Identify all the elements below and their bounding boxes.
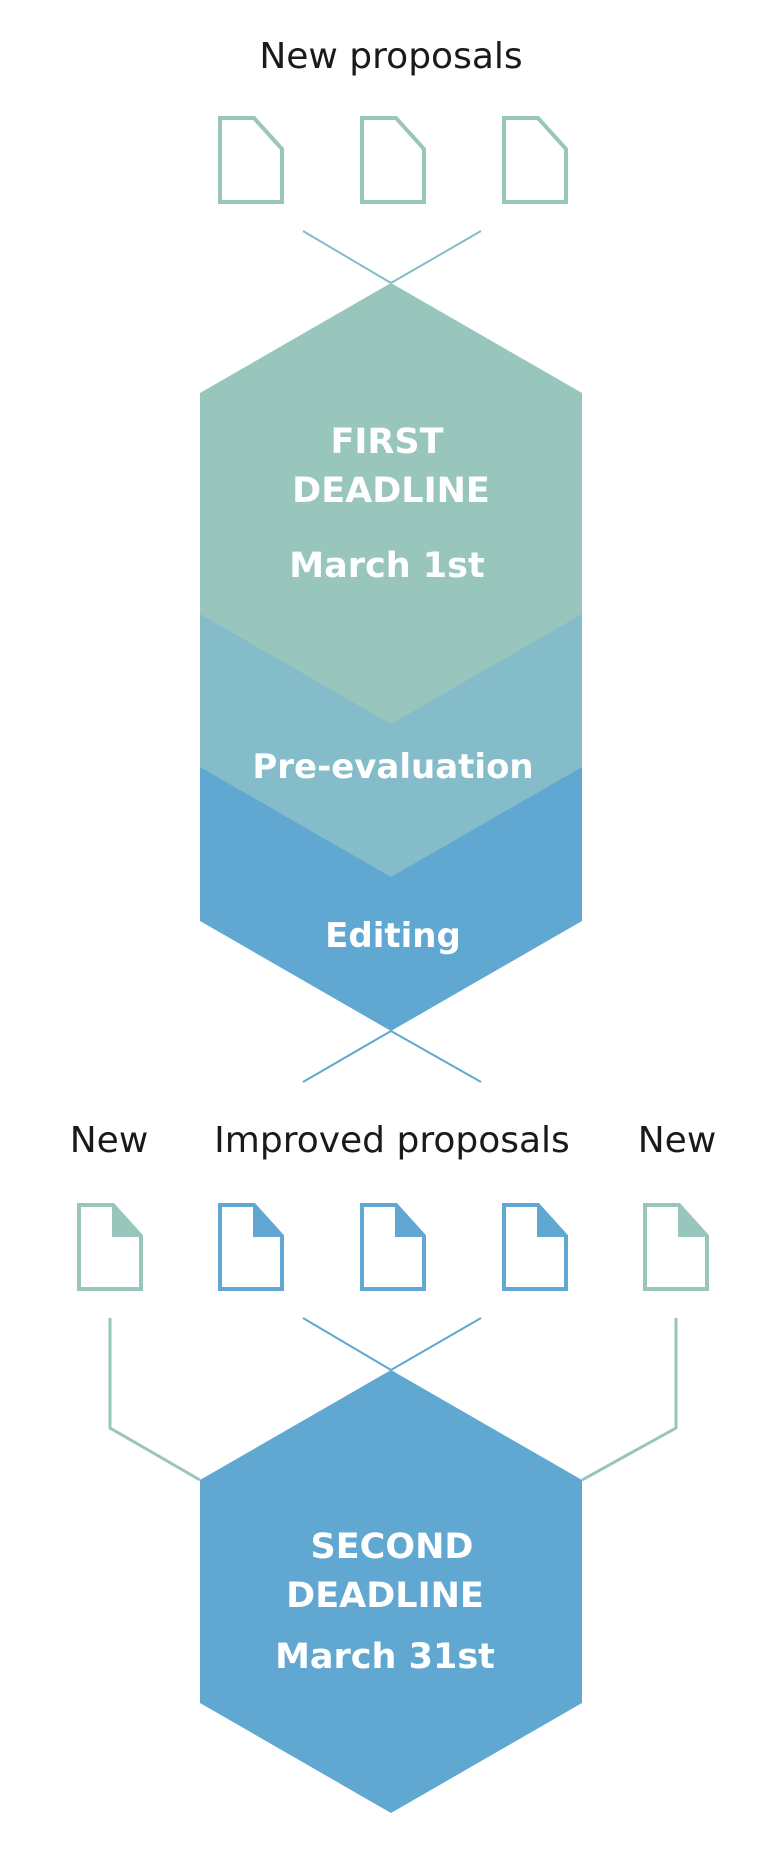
- new-right-label: New: [638, 1120, 717, 1161]
- improved-proposals-label: Improved proposals: [214, 1120, 570, 1161]
- top-funnel-lines: [302, 230, 482, 284]
- pre-evaluation-label: Pre-evaluation: [252, 747, 533, 787]
- bottom-document-icons: [77, 1203, 709, 1291]
- document-icon: [643, 1203, 709, 1291]
- first-deadline-stage: [200, 283, 582, 724]
- first-deadline-date: March 1st: [289, 546, 484, 586]
- output-fan-lines: [302, 1030, 482, 1083]
- new-proposals-label: New proposals: [259, 36, 522, 77]
- document-icon: [218, 116, 284, 204]
- document-icon: [502, 116, 568, 204]
- second-deadline-title-line2: DEADLINE: [286, 1576, 484, 1616]
- first-deadline-title-line2: DEADLINE: [292, 471, 490, 511]
- top-document-icons: [218, 116, 568, 204]
- editing-label: Editing: [325, 916, 461, 956]
- side-connector-lines: [108, 1318, 678, 1482]
- new-left-label: New: [70, 1120, 149, 1161]
- second-deadline-date: March 31st: [275, 1637, 495, 1677]
- document-icon: [77, 1203, 143, 1291]
- document-icon: [360, 1203, 426, 1291]
- document-icon: [502, 1203, 568, 1291]
- bottom-funnel-lines: [302, 1317, 482, 1371]
- document-icon: [218, 1203, 284, 1291]
- second-deadline-title-line1: SECOND: [311, 1527, 474, 1567]
- first-deadline-title-line1: FIRST: [331, 422, 444, 462]
- document-icon: [360, 116, 426, 204]
- second-deadline-stage: [200, 1370, 582, 1813]
